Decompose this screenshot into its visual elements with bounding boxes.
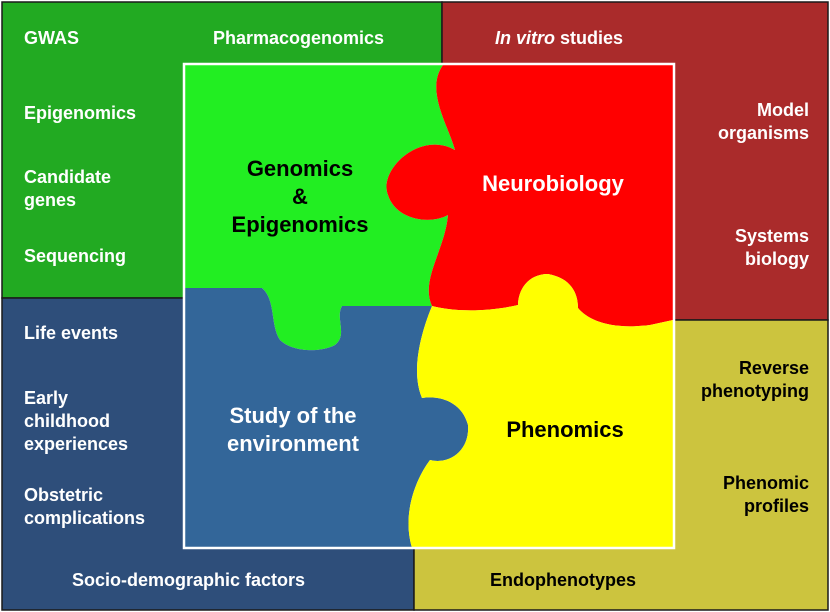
label-gwas: GWAS (24, 28, 80, 48)
label-life-events: Life events (24, 323, 119, 343)
piece-label-neurobiology: Neurobiology (482, 171, 624, 196)
label-sequencing: Sequencing (24, 246, 127, 266)
label-endophenotypes: Endophenotypes (490, 570, 637, 590)
label-candidate-genes: Candidate genes (24, 167, 112, 210)
label-systems-biology: Systems biology (734, 226, 809, 269)
phenomics-puzzle-piece (408, 274, 673, 548)
piece-label-genomics: Genomics & Epigenomics (231, 156, 369, 237)
label-reverse-phenotyping: Reverse phenotyping (701, 358, 809, 401)
label-in-vitro-studies: In vitro studies (495, 28, 624, 48)
piece-label-environment: Study of the environment (226, 403, 360, 456)
piece-label-phenomics: Phenomics (506, 417, 624, 442)
environment-puzzle-piece (185, 288, 469, 548)
label-obstetric-complications: Obstetric complications (24, 485, 146, 528)
neurobiology-puzzle-piece (386, 65, 673, 327)
label-model-organisms: Model organisms (717, 100, 809, 143)
label-phenomic-profiles: Phenomic profiles (722, 473, 809, 516)
label-epigenomics: Epigenomics (24, 103, 137, 123)
genomics-puzzle-piece (185, 65, 455, 351)
label-early-childhood: Early childhood experiences (24, 388, 129, 454)
label-pharmacogenomics: Pharmacogenomics (213, 28, 385, 48)
label-socio-demographic: Socio-demographic factors (72, 570, 306, 590)
